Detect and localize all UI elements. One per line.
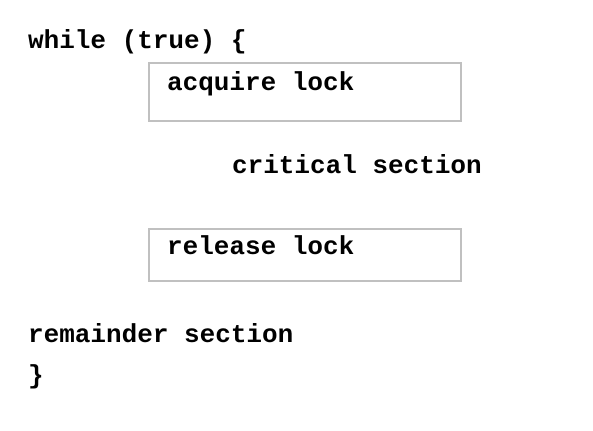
loop-open-line: while (true) {: [28, 26, 247, 56]
acquire-lock-label: acquire lock: [167, 68, 355, 98]
release-lock-box: release lock: [148, 228, 462, 282]
acquire-lock-box: acquire lock: [148, 62, 462, 122]
release-lock-label: release lock: [167, 232, 355, 262]
critical-section-label: critical section: [232, 151, 482, 181]
loop-close-line: }: [28, 361, 44, 391]
remainder-section-label: remainder section: [28, 320, 294, 350]
